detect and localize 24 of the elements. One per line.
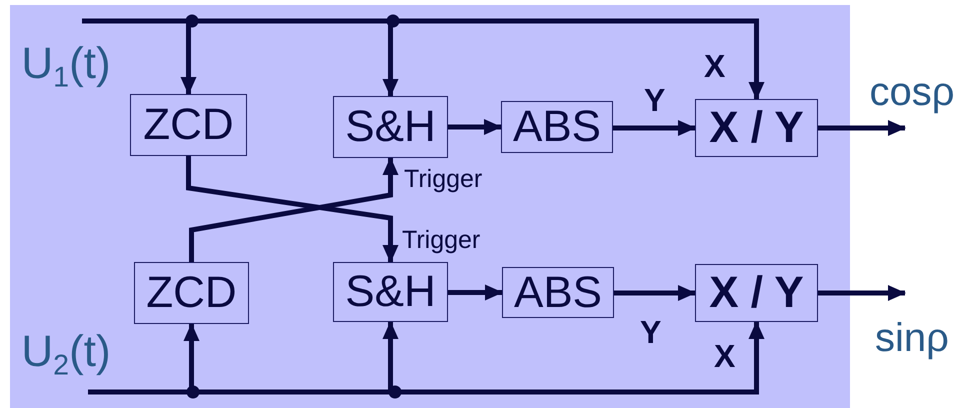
signal-label: U$_{2}$(t): [18, 330, 114, 392]
process-box: S&H: [333, 262, 448, 322]
process-box: X / Y: [695, 264, 818, 322]
arrow: [448, 119, 502, 135]
process-box: ABS: [501, 101, 613, 153]
edge-label: Trigger: [402, 228, 480, 253]
process-box: ABS: [502, 267, 614, 318]
edge-label: Y: [644, 84, 666, 116]
edge-label: Y: [640, 316, 662, 348]
signal-label: U$_{1}$(t): [18, 21, 114, 92]
edge-label: X: [704, 50, 726, 82]
process-box: S&H: [333, 96, 448, 158]
arrow: [818, 120, 906, 136]
arrow: [614, 285, 696, 301]
signal-label: cosρ: [862, 72, 962, 131]
process-box: X / Y: [695, 99, 818, 157]
process-box: ZCD: [134, 262, 249, 324]
edge-label: X: [714, 340, 736, 372]
arrow: [818, 285, 906, 301]
process-box: ZCD: [130, 94, 247, 156]
arrow: [448, 284, 503, 300]
edge-label: Trigger: [404, 167, 482, 192]
signal-label: sinρ: [862, 295, 962, 358]
arrow: [613, 120, 696, 136]
